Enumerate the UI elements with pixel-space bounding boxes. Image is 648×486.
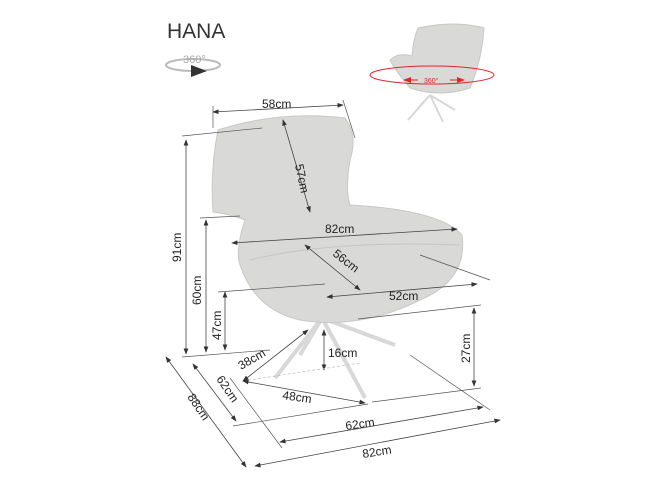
label-armrest-height: 60cm	[190, 276, 204, 305]
label-seat-height: 47cm	[210, 311, 224, 340]
label-seat-width: 52cm	[389, 289, 418, 303]
rotate-360-icon: 360°	[165, 54, 221, 77]
label-base-depth: 62cm	[214, 373, 242, 405]
preview-chair-image: 360°	[369, 23, 495, 123]
label-total-height: 91cm	[170, 233, 184, 262]
label-leg-height: 16cm	[328, 346, 357, 360]
label-base-width: 62cm	[344, 415, 375, 433]
preview-rotation-label: 360°	[424, 77, 439, 85]
rotate-icon-label: 360°	[183, 54, 206, 66]
dimension-lines	[165, 99, 501, 468]
label-base-height: 27cm	[459, 334, 473, 363]
label-leg-span-short: 38cm	[236, 346, 268, 373]
label-total-depth: 88cm	[185, 391, 213, 423]
label-backrest-height: 57cm	[292, 163, 312, 195]
label-leg-span-diagonal: 48cm	[282, 388, 313, 406]
label-top-width: 58cm	[262, 97, 291, 111]
label-total-width-lower: 82cm	[361, 443, 392, 461]
label-total-width-upper: 82cm	[325, 222, 354, 236]
product-title: HANA	[167, 20, 225, 43]
